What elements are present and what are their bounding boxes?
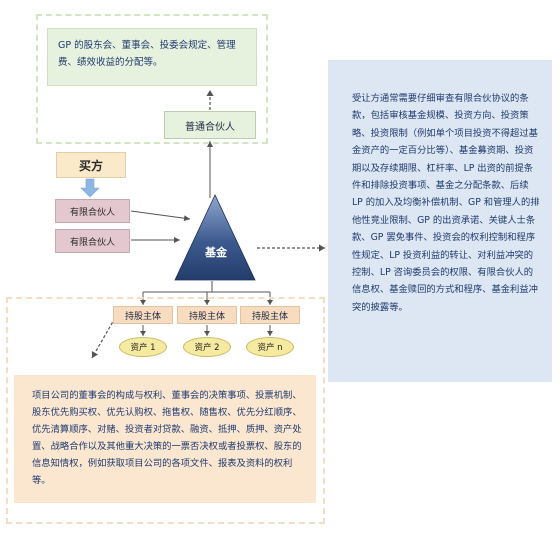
portfolio-rights-text: 项目公司的董事会的构成与权利、董事会的决策事项、投票机制、股东优先购买权、优先认… [32, 390, 302, 486]
asset-2: 资产 2 [183, 337, 231, 357]
holding-entity-n: 持股主体 [240, 306, 300, 324]
limited-partner-box-2: 有限合伙人 [55, 229, 130, 253]
gp-rights-text: GP 的股东会、董事会、投委会规定、管理费、绩效收益的分配等。 [58, 40, 236, 68]
lp-agreement-text: 受让方通常需要仔细审查有限合伙协议的条款，包括审核基金规模、投资方向、投资策略、… [352, 93, 540, 313]
limited-partner-box-1: 有限合伙人 [55, 199, 130, 223]
buyer-down-arrow [80, 178, 100, 198]
portfolio-rights-frame [6, 297, 325, 524]
fund-triangle [174, 194, 256, 281]
gp-rights-frame [36, 14, 268, 144]
gp-rights-box: GP 的股东会、董事会、投委会规定、管理费、绩效收益的分配等。 [47, 28, 257, 86]
asset-n: 资产 n [246, 337, 294, 357]
buyer-box: 买方 [56, 152, 126, 178]
portfolio-rights-box: 项目公司的董事会的构成与权利、董事会的决策事项、投票机制、股东优先购买权、优先认… [14, 375, 316, 503]
holder-to-portfolio-rights-connector [91, 317, 116, 359]
holding-entity-1: 持股主体 [113, 306, 173, 324]
holding-entity-2: 持股主体 [177, 306, 237, 324]
asset-1: 资产 1 [119, 337, 167, 357]
lp-agreement-panel [328, 60, 552, 382]
fund-label: 基金 [205, 246, 227, 259]
general-partner-box: 普通合伙人 [164, 111, 256, 139]
lp1-to-fund-connector [130, 210, 191, 222]
